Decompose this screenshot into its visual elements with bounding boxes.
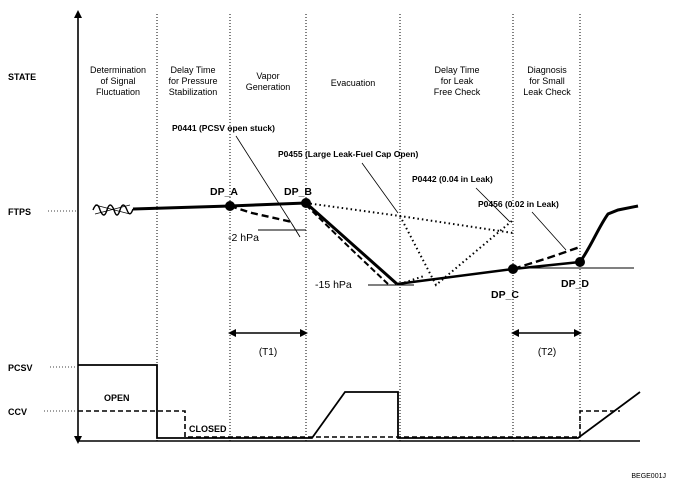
dp-c-marker — [508, 264, 518, 274]
p0442-dotted-line — [399, 215, 514, 287]
p0456-dashed-line — [512, 245, 581, 271]
dp-a-marker — [225, 201, 235, 211]
row-label-pcsv: PCSV — [8, 363, 33, 373]
phase-2-line-3: Stabilization — [169, 87, 218, 97]
phase-5-line-1: Delay Time — [434, 65, 479, 75]
ccv-closed-label: CLOSED — [189, 424, 227, 434]
phase-5-line-3: Free Check — [434, 87, 481, 97]
phase-2-line-2: for Pressure — [168, 76, 217, 86]
phase-1-line-1: Determination — [90, 65, 146, 75]
phase-6-line-3: Leak Check — [523, 87, 571, 97]
dp-a-label: DP_A — [210, 186, 238, 198]
p0455-leader — [361, 162, 399, 214]
phase-6-line-2: for Small — [529, 76, 565, 86]
ccv-waveform — [78, 410, 620, 438]
p0441-leader — [235, 135, 293, 225]
ftps-leak-check-line — [396, 260, 581, 286]
ftps-recovery-curve — [578, 204, 639, 263]
dp-b-label: DP_B — [284, 186, 312, 198]
t2-label: (T2) — [538, 347, 556, 358]
phase-6-line-1: Diagnosis — [527, 65, 567, 75]
phase-1-line-2: of Signal — [100, 76, 135, 86]
evacuation-dashed-line — [305, 204, 389, 285]
phase-headers: Determination of Signal Fluctuation Dela… — [90, 65, 571, 97]
dp-c-label: DP_C — [491, 289, 519, 301]
t1-label: (T1) — [259, 347, 277, 358]
pcsv-open-label: OPEN — [104, 393, 130, 403]
signal-fluctuation-hatch — [94, 204, 131, 215]
dp-d-marker — [575, 257, 585, 267]
row-label-ftps: FTPS — [8, 207, 31, 217]
phase-1-line-3: Fluctuation — [96, 87, 140, 97]
figure-id: BEGE001J — [631, 473, 666, 480]
p0455-label: P0455 (Large Leak-Fuel Cap Open) — [278, 149, 418, 159]
phase-dividers — [156, 14, 581, 441]
dp-b-marker — [301, 198, 311, 208]
p0442-label: P0442 (0.04 in Leak) — [412, 174, 493, 184]
phase-3-line-2: Generation — [246, 82, 291, 92]
row-label-ccv: CCV — [8, 407, 27, 417]
phase-5-line-2: for Leak — [441, 76, 474, 86]
p0441-label: P0441 (PCSV open stuck) — [172, 123, 275, 133]
phase-3-line-1: Vapor — [256, 71, 279, 81]
minus2-label: -2 hPa — [228, 232, 259, 244]
row-label-state: STATE — [8, 72, 36, 82]
p0441-dashed-curve — [229, 204, 293, 224]
dp-d-label: DP_D — [561, 278, 589, 290]
ftps-main-line — [132, 201, 307, 211]
minus2-tick — [291, 223, 301, 238]
phase-2-line-1: Delay Time — [170, 65, 215, 75]
minus15-label: -15 hPa — [315, 279, 352, 291]
p0456-leader — [531, 211, 567, 251]
ftps-evacuation-line — [305, 201, 398, 286]
p0456-label: P0456 (0.02 in Leak) — [478, 199, 559, 209]
row-leaders — [44, 210, 76, 412]
pcsv-waveform — [78, 364, 641, 439]
p0442-leader — [475, 187, 511, 223]
phase-4-line-1: Evacuation — [331, 78, 376, 88]
